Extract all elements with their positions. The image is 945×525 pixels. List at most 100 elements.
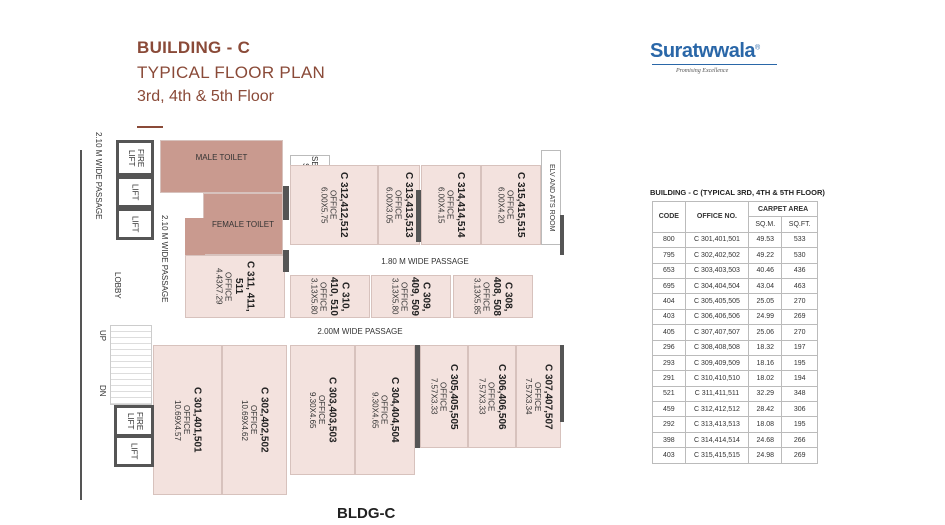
cell-code: 296 bbox=[652, 339, 686, 356]
header-code: CODE bbox=[652, 201, 686, 233]
logo-tagline: Promising Excellence bbox=[676, 68, 729, 74]
cell-sqm: 40.46 bbox=[748, 262, 783, 279]
fire-lift-bottom: FIRE LIFT bbox=[114, 405, 154, 437]
inner-passage-label: 2.10 M WIDE PASSAGE bbox=[160, 215, 170, 303]
office-size: 10.69X4.57 bbox=[172, 399, 182, 441]
office-size: 6.00X4.15 bbox=[436, 186, 446, 224]
office-name: C 312,412,512 bbox=[337, 172, 349, 238]
cell-sqft: 269 bbox=[781, 447, 818, 464]
cell-office: C 307,407,507 bbox=[684, 324, 750, 341]
cell-office: C 308,408,508 bbox=[684, 339, 750, 356]
cell-sqm: 49.53 bbox=[748, 231, 783, 249]
cell-office: C 303,403,503 bbox=[684, 262, 750, 279]
female-toilet: FEMALE TOILET bbox=[203, 193, 283, 255]
column bbox=[283, 250, 289, 272]
office-type: OFFICE bbox=[248, 405, 258, 435]
cell-sqft: 195 bbox=[781, 416, 818, 433]
office-size: 7.57X3.34 bbox=[523, 378, 533, 415]
cell-code: 404 bbox=[652, 293, 686, 310]
stair-up-label: UP bbox=[98, 330, 108, 342]
office-name: C 307,407,507 bbox=[542, 363, 554, 430]
male-toilet: MALE TOILET bbox=[160, 140, 283, 193]
header-carpet-area: CARPET AREA bbox=[748, 200, 818, 218]
passage-1-80m: 1.80 M WIDE PASSAGE bbox=[381, 257, 469, 266]
floor-plan: 2.10 M WIDE PASSAGE FIRE LIFT LIFT LIFT … bbox=[80, 132, 564, 500]
cell-code: 293 bbox=[652, 354, 686, 372]
header-office: OFFICE NO. bbox=[684, 201, 750, 233]
office-name: C 311, 411, 511 bbox=[233, 261, 256, 312]
floors-label: 3rd, 4th & 5th Floor bbox=[137, 88, 274, 105]
office-size: 6.00X4.20 bbox=[496, 186, 506, 224]
office-type: OFFICE bbox=[481, 281, 491, 312]
column bbox=[560, 215, 564, 255]
cell-sqm: 25.05 bbox=[748, 293, 783, 310]
office-type: OFFICE bbox=[328, 190, 338, 220]
office-type: OFFICE bbox=[181, 405, 191, 435]
office-name: C 301,401,501 bbox=[191, 387, 203, 453]
cell-sqm: 18.32 bbox=[748, 339, 783, 356]
cell-code: 405 bbox=[652, 324, 686, 341]
cell-code: 695 bbox=[652, 277, 686, 295]
office-size: 7.57X3.33 bbox=[429, 378, 439, 415]
office-size: 9.30X4.65 bbox=[370, 391, 380, 429]
title-divider bbox=[137, 126, 163, 128]
office-size: 3.13X5.80 bbox=[390, 278, 400, 315]
cell-office: C 314,414,514 bbox=[684, 431, 750, 449]
office-name: C 308, 408, 508 bbox=[491, 277, 514, 316]
cell-office: C 302,402,502 bbox=[684, 247, 750, 264]
column bbox=[283, 186, 289, 220]
office-type: OFFICE bbox=[532, 381, 542, 412]
office-size: 10.69X4.62 bbox=[239, 399, 249, 441]
header-sqm: SQ.M. bbox=[748, 216, 783, 233]
cell-code: 521 bbox=[652, 385, 686, 403]
logo-underline bbox=[652, 64, 777, 65]
cell-sqft: 533 bbox=[781, 231, 818, 249]
outer-wall bbox=[80, 150, 82, 500]
cell-office: C 309,409,509 bbox=[684, 354, 750, 372]
office-type: OFFICE bbox=[393, 190, 403, 220]
cell-office: C 301,401,501 bbox=[684, 231, 750, 249]
office-type: OFFICE bbox=[379, 395, 389, 425]
building-label: BLDG-C bbox=[337, 505, 396, 522]
cell-sqft: 463 bbox=[781, 277, 818, 295]
cell-office: C 310,410,510 bbox=[684, 370, 750, 387]
elv-ats-room: ELV AND ATS ROOM bbox=[541, 150, 561, 245]
cell-office: C 313,413,513 bbox=[684, 416, 750, 433]
cell-code: 459 bbox=[652, 401, 686, 418]
office-name: C 315,415,515 bbox=[514, 172, 526, 238]
lift-1: LIFT bbox=[116, 176, 154, 208]
office-size: 7.57X3.33 bbox=[477, 378, 487, 415]
cell-sqm: 49.22 bbox=[748, 247, 783, 264]
office-name: C 310, 410, 510 bbox=[328, 277, 351, 316]
cell-office: C 304,404,504 bbox=[684, 277, 750, 295]
office-size: 9.30X4.65 bbox=[307, 391, 317, 429]
office-name: C 314,414,514 bbox=[454, 172, 466, 238]
lift-2: LIFT bbox=[116, 208, 154, 240]
office-size: 3.13X5.85 bbox=[472, 278, 482, 315]
office-size: 4.43X7.29 bbox=[214, 268, 224, 305]
cell-sqm: 28.42 bbox=[748, 401, 783, 418]
cell-sqft: 306 bbox=[781, 401, 818, 418]
cell-code: 403 bbox=[652, 447, 686, 464]
office-type: OFFICE bbox=[486, 381, 496, 412]
staircase bbox=[110, 325, 152, 405]
